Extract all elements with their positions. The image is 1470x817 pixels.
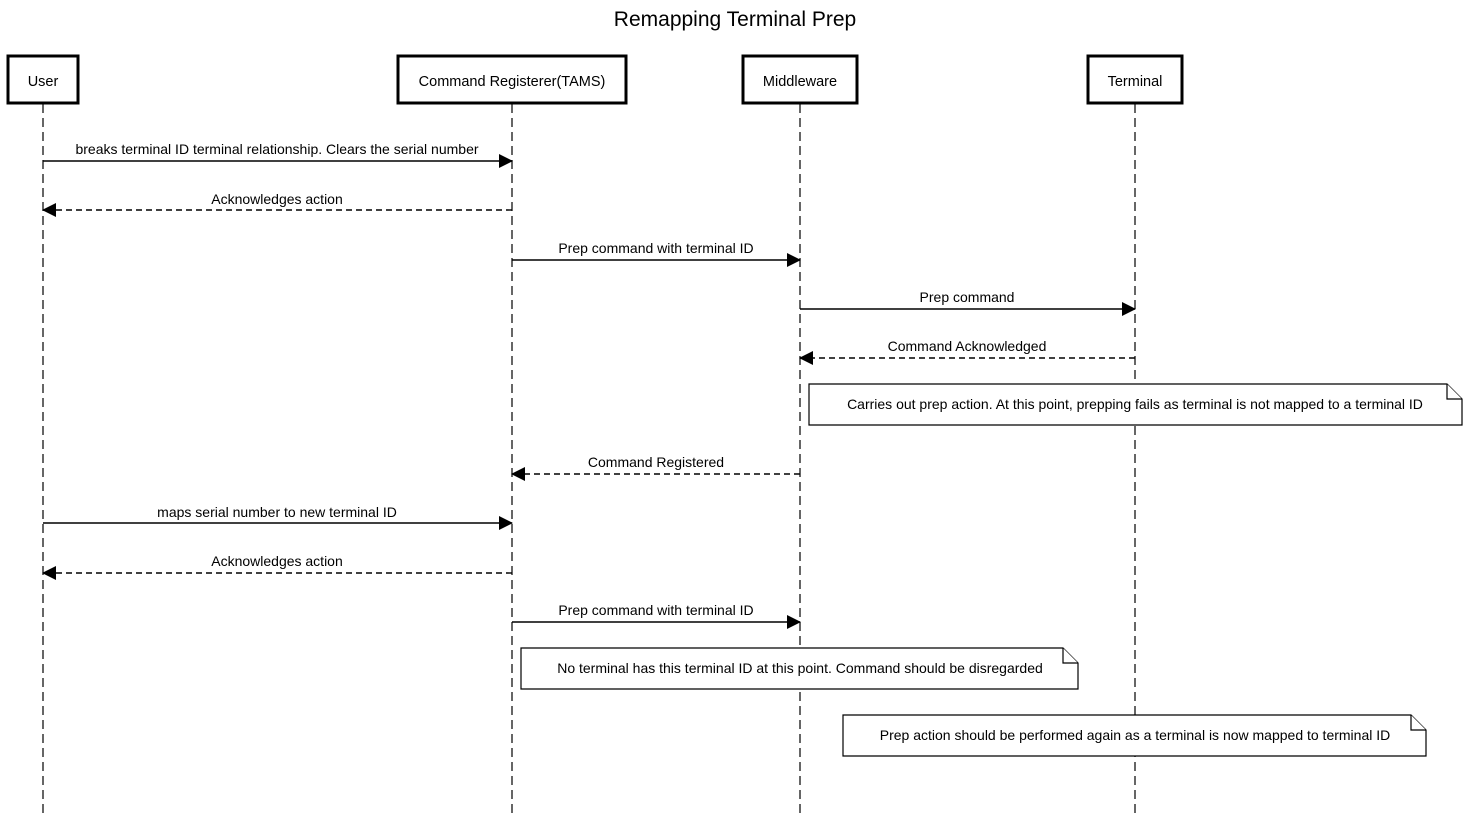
note-box	[520, 647, 1079, 690]
message-label: Prep command with terminal ID	[558, 240, 753, 256]
note-1: Carries out prep action. At this point, …	[808, 383, 1463, 426]
participant-tams-label: Command Registerer(TAMS)	[419, 74, 606, 90]
note-label: Prep action should be performed again as…	[880, 727, 1391, 743]
participant-user: User	[6, 54, 80, 105]
message-label: Prep command with terminal ID	[558, 602, 753, 618]
participant-user-label: User	[28, 74, 59, 90]
message-8: Acknowledges action	[42, 553, 512, 580]
message-7: maps serial number to new terminal ID	[43, 504, 513, 530]
message-6: Command Registered	[511, 454, 800, 481]
note-label: No terminal has this terminal ID at this…	[557, 660, 1043, 676]
message-1: breaks terminal ID terminal relationship…	[43, 141, 513, 168]
message-4: Prep command	[800, 289, 1136, 316]
message-label: maps serial number to new terminal ID	[157, 504, 397, 520]
note-fold	[1062, 648, 1078, 664]
message-2: Acknowledges action	[42, 191, 512, 217]
note-label: Carries out prep action. At this point, …	[847, 396, 1423, 412]
message-label: Acknowledges action	[211, 553, 343, 569]
participant-terminal: Terminal	[1086, 54, 1184, 105]
message-label: breaks terminal ID terminal relationship…	[75, 141, 478, 157]
message-label: Prep command	[920, 289, 1015, 305]
message-label: Command Registered	[588, 454, 724, 470]
note-2: No terminal has this terminal ID at this…	[520, 647, 1079, 690]
message-5: Command Acknowledged	[799, 338, 1135, 365]
participant-terminal-label: Terminal	[1108, 74, 1163, 90]
note-box	[842, 714, 1427, 757]
diagram-title: Remapping Terminal Prep	[614, 8, 856, 31]
message-label: Command Acknowledged	[888, 338, 1047, 354]
participant-middleware-label: Middleware	[763, 74, 837, 90]
note-fold	[1410, 715, 1426, 731]
note-box	[808, 383, 1463, 426]
participant-tams: Command Registerer(TAMS)	[396, 54, 628, 105]
participant-middleware: Middleware	[741, 54, 859, 105]
message-3: Prep command with terminal ID	[512, 240, 801, 267]
message-label: Acknowledges action	[211, 191, 343, 207]
note-fold	[1446, 384, 1462, 400]
lifelines	[42, 104, 1136, 817]
message-9: Prep command with terminal ID	[512, 602, 801, 629]
note-3: Prep action should be performed again as…	[842, 714, 1427, 757]
